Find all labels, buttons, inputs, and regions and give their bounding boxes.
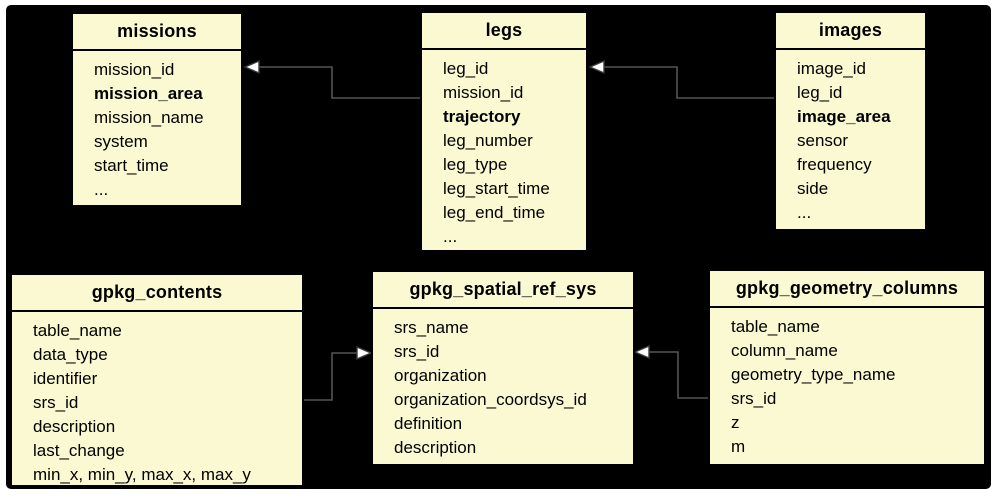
table-field: mission_id xyxy=(443,83,524,102)
table-field: column_name xyxy=(731,341,838,360)
table-field: mission_id xyxy=(94,60,175,79)
table-title: missions xyxy=(73,14,241,51)
table-fields: srs_name srs_id organization organization_c… xyxy=(373,309,633,460)
table-field: frequency xyxy=(797,155,872,174)
table-field: definition xyxy=(394,414,463,433)
edge-images-to-legs xyxy=(603,66,774,99)
arrowhead-srs-left xyxy=(356,345,373,361)
table-field: leg_end_time xyxy=(443,203,546,222)
table-field: srs_id xyxy=(33,393,79,412)
table-field: leg_number xyxy=(443,131,533,150)
table-field: min_x, min_y, max_x, max_y xyxy=(33,465,251,484)
edge-legs-to-missions xyxy=(258,66,420,99)
table-title: images xyxy=(776,13,925,50)
table-field: leg_id xyxy=(797,83,843,102)
table-field: trajectory xyxy=(443,107,521,126)
table-title: gpkg_geometry_columns xyxy=(710,271,984,308)
table-field: system xyxy=(94,132,148,151)
table-missions: missions mission_id mission_area mission_n… xyxy=(71,12,243,207)
table-field: data_type xyxy=(33,345,108,364)
table-field: ... xyxy=(94,180,109,199)
table-field: mission_name xyxy=(94,108,204,127)
table-field: z xyxy=(731,413,740,432)
table-field: description xyxy=(33,417,116,436)
diagram-canvas: missions mission_id mission_area mission_n… xyxy=(6,5,991,489)
table-field: start_time xyxy=(94,156,169,175)
table-field: srs_name xyxy=(394,318,469,337)
table-field: sensor xyxy=(797,131,849,150)
arrowhead-missions xyxy=(243,59,260,75)
table-fields: leg_id mission_id trajectory leg_number leg_… xyxy=(422,50,586,249)
table-gpkg-geometry-columns: gpkg_geometry_columns table_name column_n… xyxy=(708,269,986,466)
table-field: side xyxy=(797,179,829,198)
table-field: geometry_type_name xyxy=(731,365,896,384)
table-title: legs xyxy=(422,13,586,50)
table-field: organization_coordsys_id xyxy=(394,390,587,409)
table-field: image_area xyxy=(797,107,891,126)
table-field: table_name xyxy=(33,321,122,340)
table-field: srs_id xyxy=(394,342,440,361)
table-field: mission_area xyxy=(94,84,203,103)
table-field: leg_type xyxy=(443,155,508,174)
table-field: identifier xyxy=(33,369,98,388)
table-field: ... xyxy=(443,227,458,246)
table-field: m xyxy=(731,437,746,456)
table-field: organization xyxy=(394,366,487,385)
table-title: gpkg_spatial_ref_sys xyxy=(373,272,633,309)
table-field: ... xyxy=(797,203,812,222)
table-field: last_change xyxy=(33,441,125,460)
edge-geometry-to-srs xyxy=(648,351,708,399)
table-field: srs_id xyxy=(731,389,777,408)
table-legs: legs leg_id mission_id trajectory leg_numbe… xyxy=(420,11,588,252)
arrowhead-srs-right xyxy=(633,344,650,360)
table-field: description xyxy=(394,438,477,457)
arrowhead-legs xyxy=(588,59,605,75)
table-title: gpkg_contents xyxy=(12,275,302,312)
table-field: table_name xyxy=(731,317,820,336)
table-field: leg_id xyxy=(443,59,489,78)
edge-contents-to-srs xyxy=(304,352,358,401)
table-field: image_id xyxy=(797,59,866,78)
table-field: leg_start_time xyxy=(443,179,550,198)
